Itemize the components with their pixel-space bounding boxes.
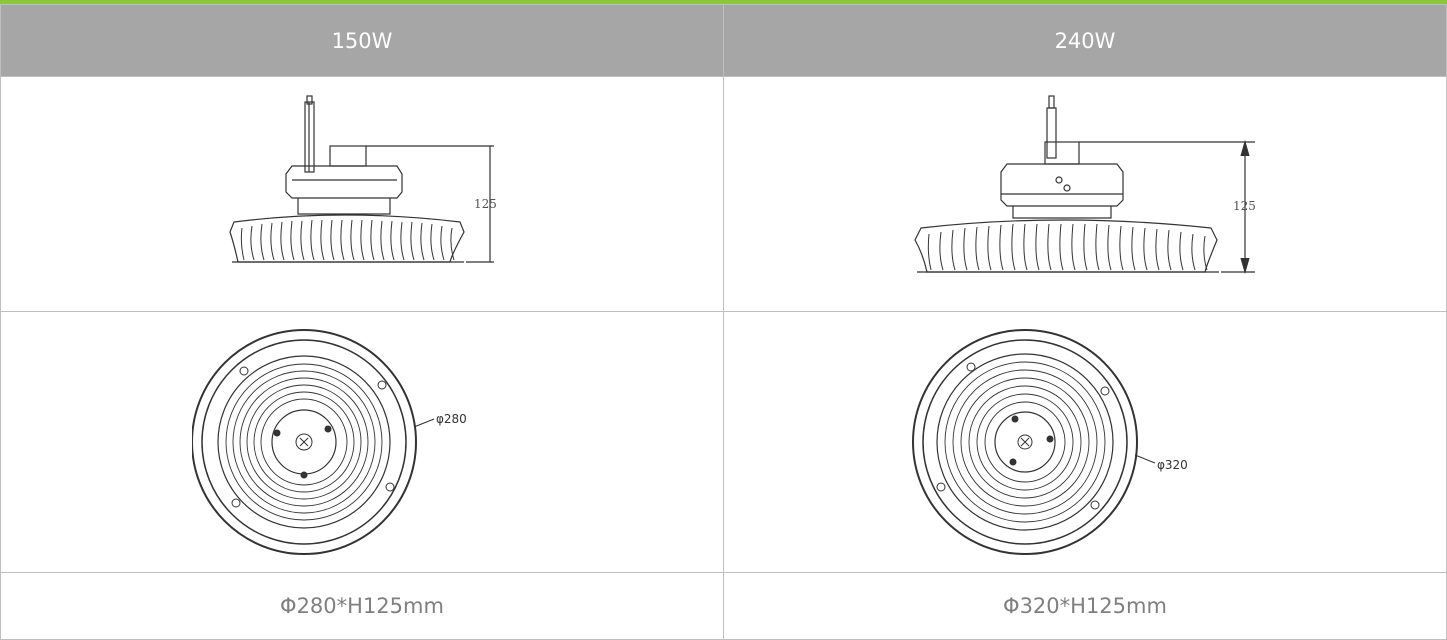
spec-table: 150W 240W [0,4,1447,640]
side-view-150w-cell: 125 [0,76,724,312]
dimensions-240w: Φ320*H125mm [723,572,1447,640]
side-view-240w-height-label: 125 [1233,199,1256,213]
header-150w: 150W [0,4,724,77]
top-view-240w-diameter-label: φ320 [1157,458,1188,472]
side-view-240w-cell: 125 [723,76,1447,312]
dimensions-row: Φ280*H125mm Φ320*H125mm [0,572,1447,640]
dimensions-150w: Φ280*H125mm [0,572,724,640]
top-view-row: φ280 [0,311,1447,573]
top-view-150w-drawing: φ280 [192,329,467,555]
top-view-240w-drawing: φ320 [912,329,1188,555]
side-view-240w-drawing: 125 [914,95,1256,275]
top-view-240w-cell: φ320 [723,311,1447,573]
header-240w: 240W [723,4,1447,77]
side-view-150w-drawing: 125 [229,95,497,263]
header-row: 150W 240W [0,4,1447,77]
top-view-150w-cell: φ280 [0,311,724,573]
accent-bar [0,0,1447,4]
top-view-150w-diameter-label: φ280 [436,412,467,426]
side-view-150w-height-label: 125 [474,197,497,211]
side-view-row: 125 [0,76,1447,312]
